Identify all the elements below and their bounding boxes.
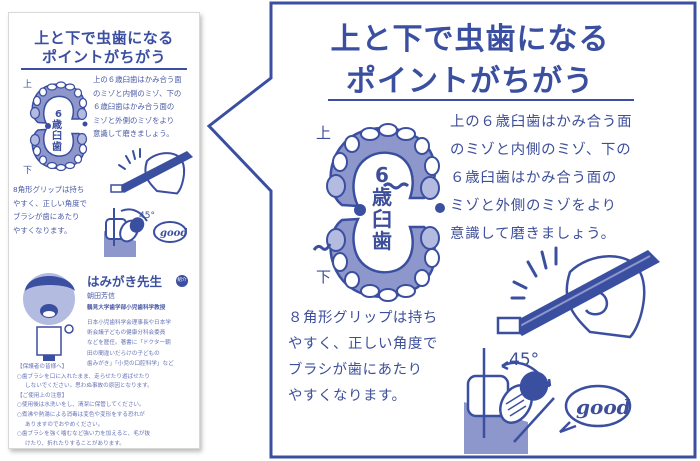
svg-text:good: good [160, 228, 187, 239]
callout-title-line2: ポイントがちがう [346, 64, 594, 99]
callout-body-text: 上の６歳臼歯はかみ合う面 のミゾと内側のミゾ、下の ６歳臼歯はかみ合う面の ミゾ… [450, 114, 633, 242]
svg-text:歳: 歳 [52, 118, 62, 131]
doctor-bio: 日本小児歯科学会理事長や日本学 術会議子どもの健康分科会委員 などを歴任。著書に… [87, 320, 174, 367]
caution-notes: 【保護者の皆様へ】 ○歯ブラシを口に入れたまま、走らせたり遊ばせたり しないでく… [17, 364, 153, 447]
svg-text:下: 下 [23, 166, 32, 175]
hand-toothbrush-icon [496, 246, 660, 339]
title-divider [21, 68, 187, 70]
package-title-line1: 上と下で虫歯になる [34, 29, 174, 47]
package-body-text: 上の６歳臼歯はかみ合う面 のミゾと内側のミゾ、下の ６歳臼歯はかみ合う面の ミゾ… [93, 75, 182, 139]
doctor-avatar-icon [23, 273, 75, 361]
doctor-name: 朝田芳信 [87, 292, 115, 300]
teeth-diagram-icon [312, 123, 445, 302]
brush-angle-icon: good [464, 348, 632, 454]
doctor-heading: はみがき先生 [87, 274, 163, 289]
brush-angle-icon: good [104, 208, 187, 257]
svg-text:歯: 歯 [52, 140, 62, 153]
svg-text:臼: 臼 [52, 129, 62, 142]
teeth-diagram-icon: 上 下 6 歳 臼 歯 [23, 79, 88, 175]
svg-text:good: good [576, 395, 631, 419]
lower-label: 下 [316, 268, 332, 286]
package-card: 上と下で虫歯になる ポイントがちがう 上 下 6 歳 臼 歯 上の６歳臼歯はかみ… [8, 12, 200, 449]
package-title-line2: ポイントがちがう [41, 48, 166, 66]
angle-label: 45° [509, 350, 540, 370]
package-grip-text: 8角形グリップは持ち やすく、正しい角度で ブラシが歯にあたり やすくなります。 [13, 185, 87, 235]
callout-title-divider [328, 99, 634, 101]
hand-toothbrush-icon [110, 148, 193, 195]
callout-title-line1: 上と下で虫歯になる [330, 22, 610, 57]
svg-text:上: 上 [23, 79, 32, 90]
doctor-intro-badge: 紹介 [176, 275, 188, 287]
zoomed-panel: 上と下で虫歯になる ポイントがちがう 上 下 6 歳 臼 歯 上の６歳臼歯はかみ… [272, 2, 696, 458]
callout-grip-text: ８角形グリップは持ち やすく、正しい角度で ブラシが歯にあたり やすくなります。 [288, 310, 438, 404]
doctor-affiliation: 鶴見大学歯学部小児歯科学教授 [87, 305, 166, 311]
angle-label: 45° [139, 211, 155, 221]
svg-text:6: 6 [55, 109, 62, 120]
six-year-molar-label: 6 歳 臼 歯 [372, 163, 392, 253]
upper-label: 上 [316, 124, 332, 142]
